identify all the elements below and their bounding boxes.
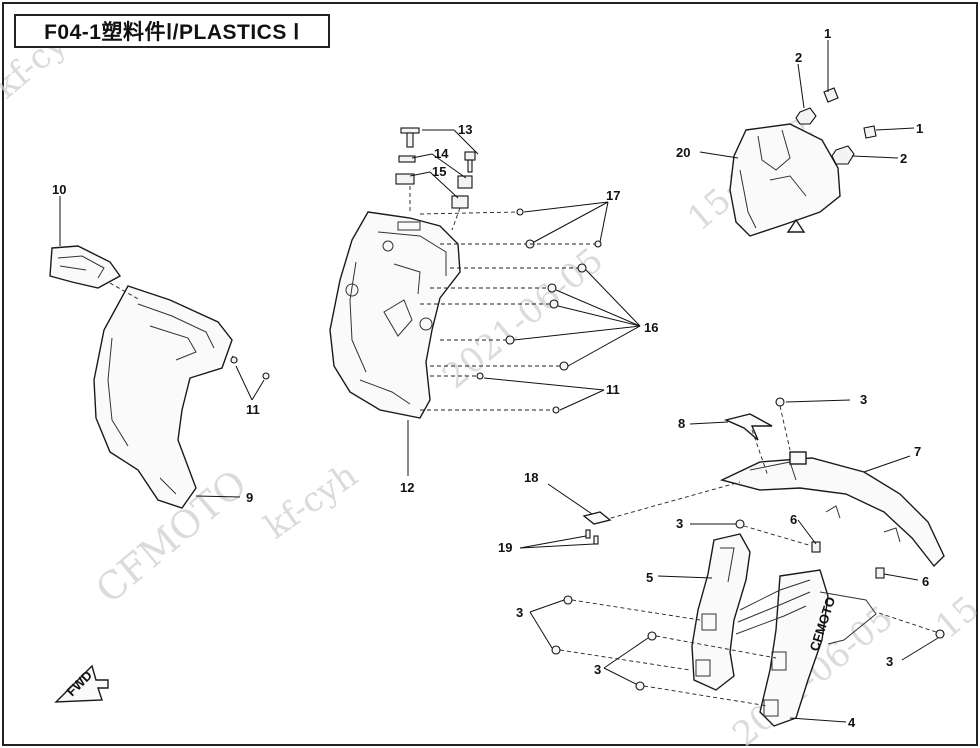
callout-13: 13 [458, 122, 472, 137]
callout-16: 16 [644, 320, 658, 335]
callout-2: 2 [795, 50, 802, 65]
callout-2: 2 [900, 151, 907, 166]
watermark-text: kf-cyh [257, 455, 365, 547]
part-10-bracket [49, 245, 122, 289]
callout-1: 1 [916, 121, 923, 136]
callout-3: 3 [676, 516, 683, 531]
callout-3: 3 [886, 654, 893, 669]
part-7-front-fender [719, 451, 945, 568]
callout-18: 18 [524, 470, 538, 485]
part-20-front-cowl [729, 123, 841, 237]
callout-5: 5 [646, 570, 653, 585]
callout-12: 12 [400, 480, 414, 495]
callout-1: 1 [824, 26, 831, 41]
callout-15: 15 [432, 164, 446, 179]
callout-3: 3 [594, 662, 601, 677]
page-title: F04-1塑料件Ⅰ/PLASTICS Ⅰ [44, 21, 300, 44]
fastener-group-3 [551, 519, 945, 707]
callout-19: 19 [498, 540, 512, 555]
callout-8: 8 [678, 416, 685, 431]
callout-3: 3 [860, 392, 867, 407]
fwd-arrow-icon: FWD [54, 664, 109, 703]
title-box: F04-1塑料件Ⅰ/PLASTICS Ⅰ [14, 14, 330, 48]
watermark-text: 15 [928, 588, 980, 646]
part-5-left-fork-guard [691, 533, 751, 691]
fastener-row-16-17 [419, 208, 602, 414]
callout-10: 10 [52, 182, 66, 197]
part-18-nut-plate [582, 511, 612, 545]
callout-3: 3 [516, 605, 523, 620]
callout-7: 7 [914, 444, 921, 459]
part-8-clip [723, 413, 773, 441]
callout-14: 14 [434, 146, 449, 161]
part-12-front-bracket [329, 211, 461, 419]
callout-6: 6 [790, 512, 797, 527]
part-9-headlight-surround [93, 285, 233, 509]
fastener-stack-13-15 [395, 127, 476, 209]
callout-4: 4 [848, 715, 856, 730]
watermark-text: 2021-06-05 [435, 240, 611, 397]
callout-9: 9 [246, 490, 253, 505]
callout-20: 20 [676, 145, 690, 160]
callout-11: 11 [606, 382, 620, 397]
callout-11: 11 [246, 402, 260, 417]
callout-17: 17 [606, 188, 620, 203]
callout-6: 6 [922, 574, 929, 589]
